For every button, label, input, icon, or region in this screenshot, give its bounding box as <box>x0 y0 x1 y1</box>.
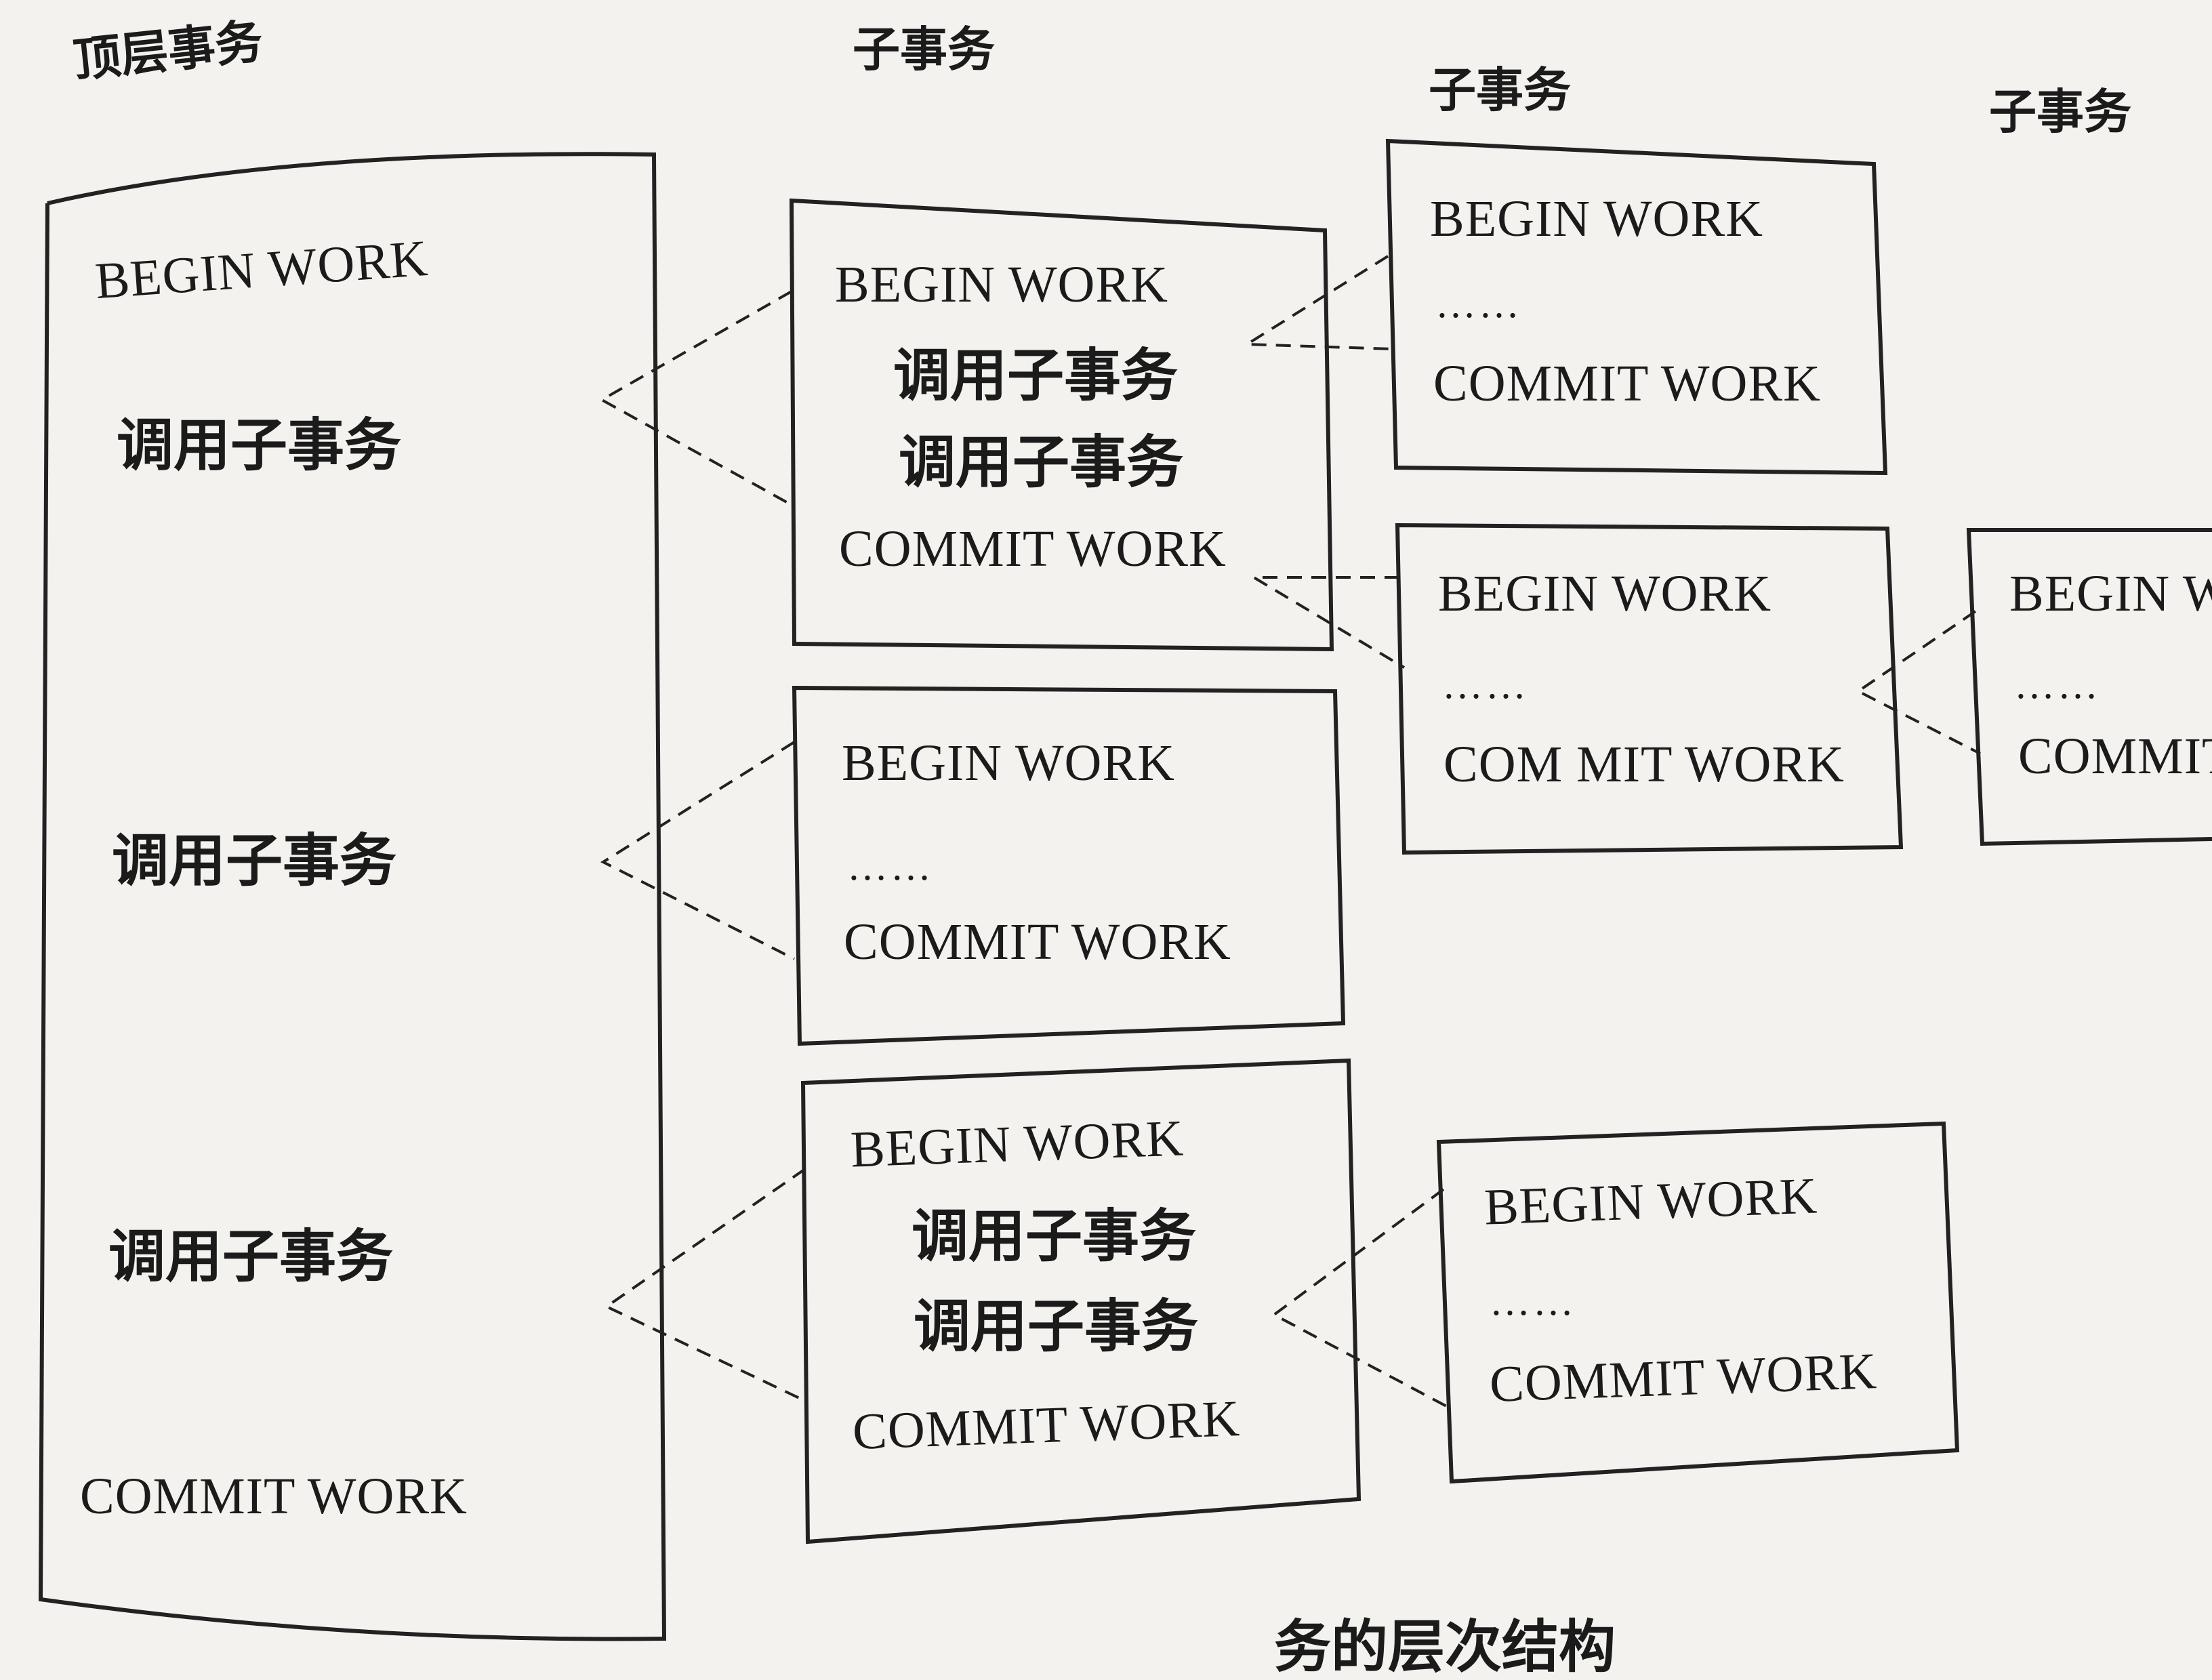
link-top-sub-c <box>604 1168 807 1403</box>
sub-b-commit-work: COMMIT WORK <box>844 914 1231 970</box>
header-sub-transaction-1: 子事务 <box>853 22 995 77</box>
sub-a1-begin-work: BEGIN WORK <box>1430 190 1764 247</box>
sub-a-call-2: 调用子事务 <box>899 429 1184 495</box>
sub-c1-commit-work: COMMIT WORK <box>1488 1343 1879 1413</box>
link-sub-a-sub-a1 <box>1242 255 1393 350</box>
sub-b-begin-work: BEGIN WORK <box>842 735 1176 792</box>
sub-a2-ellipsis: …… <box>1442 662 1529 707</box>
sub-a2x-begin-work: BEGIN W <box>2009 565 2212 622</box>
top-call-subtransaction-1: 调用子事务 <box>117 412 402 478</box>
sub-a1-ellipsis: …… <box>1435 281 1522 326</box>
top-call-subtransaction-3: 调用子事务 <box>108 1223 394 1290</box>
sub-a2x-ellipsis: …… <box>2014 662 2101 707</box>
sub-c-call-2: 调用子事务 <box>914 1293 1199 1359</box>
sub-c-call-1: 调用子事务 <box>912 1203 1197 1269</box>
header-sub-transaction-2: 子事务 <box>1429 62 1571 118</box>
sub-c-box <box>800 1058 1361 1544</box>
link-top-sub-b <box>600 741 796 960</box>
sub-a2-begin-work: BEGIN WORK <box>1438 565 1772 622</box>
sub-c1-box <box>1436 1121 1960 1484</box>
sub-a1-commit-work: COMMIT WORK <box>1433 355 1821 412</box>
sub-c1-begin-work: BEGIN WORK <box>1483 1167 1819 1236</box>
sub-a2-commit-work: COM MIT WORK <box>1443 736 1845 793</box>
sub-a-box <box>789 198 1334 652</box>
link-top-sub-a <box>598 290 792 506</box>
figure-caption: 务的层次结构 <box>1274 1614 1616 1680</box>
sub-c-commit-work: COMMIT WORK <box>851 1390 1242 1460</box>
link-sub-a2-sub-a2x <box>1856 610 1981 755</box>
top-commit-work: COMMIT WORK <box>80 1468 468 1525</box>
header-sub-transaction-3: 子事务 <box>1989 84 2131 140</box>
top-call-subtransaction-2: 调用子事务 <box>112 827 397 894</box>
sub-a2-box <box>1395 523 1904 855</box>
sub-a2x-commit: COMMIT <box>2018 728 2212 785</box>
sub-a-call-1: 调用子事务 <box>893 342 1179 409</box>
link-sub-c-sub-c1 <box>1271 1188 1451 1410</box>
sub-c1-ellipsis: …… <box>1490 1279 1576 1324</box>
sub-a2x-box <box>1966 528 2212 846</box>
sub-a-commit-work: COMMIT WORK <box>839 520 1227 577</box>
sub-c-begin-work: BEGIN WORK <box>849 1109 1185 1179</box>
sub-a1-box <box>1385 138 1888 476</box>
sub-b-box <box>792 685 1346 1046</box>
sub-b-ellipsis: …… <box>847 844 934 888</box>
sub-a-begin-work: BEGIN WORK <box>835 256 1169 313</box>
top-transaction-box <box>38 152 667 1641</box>
